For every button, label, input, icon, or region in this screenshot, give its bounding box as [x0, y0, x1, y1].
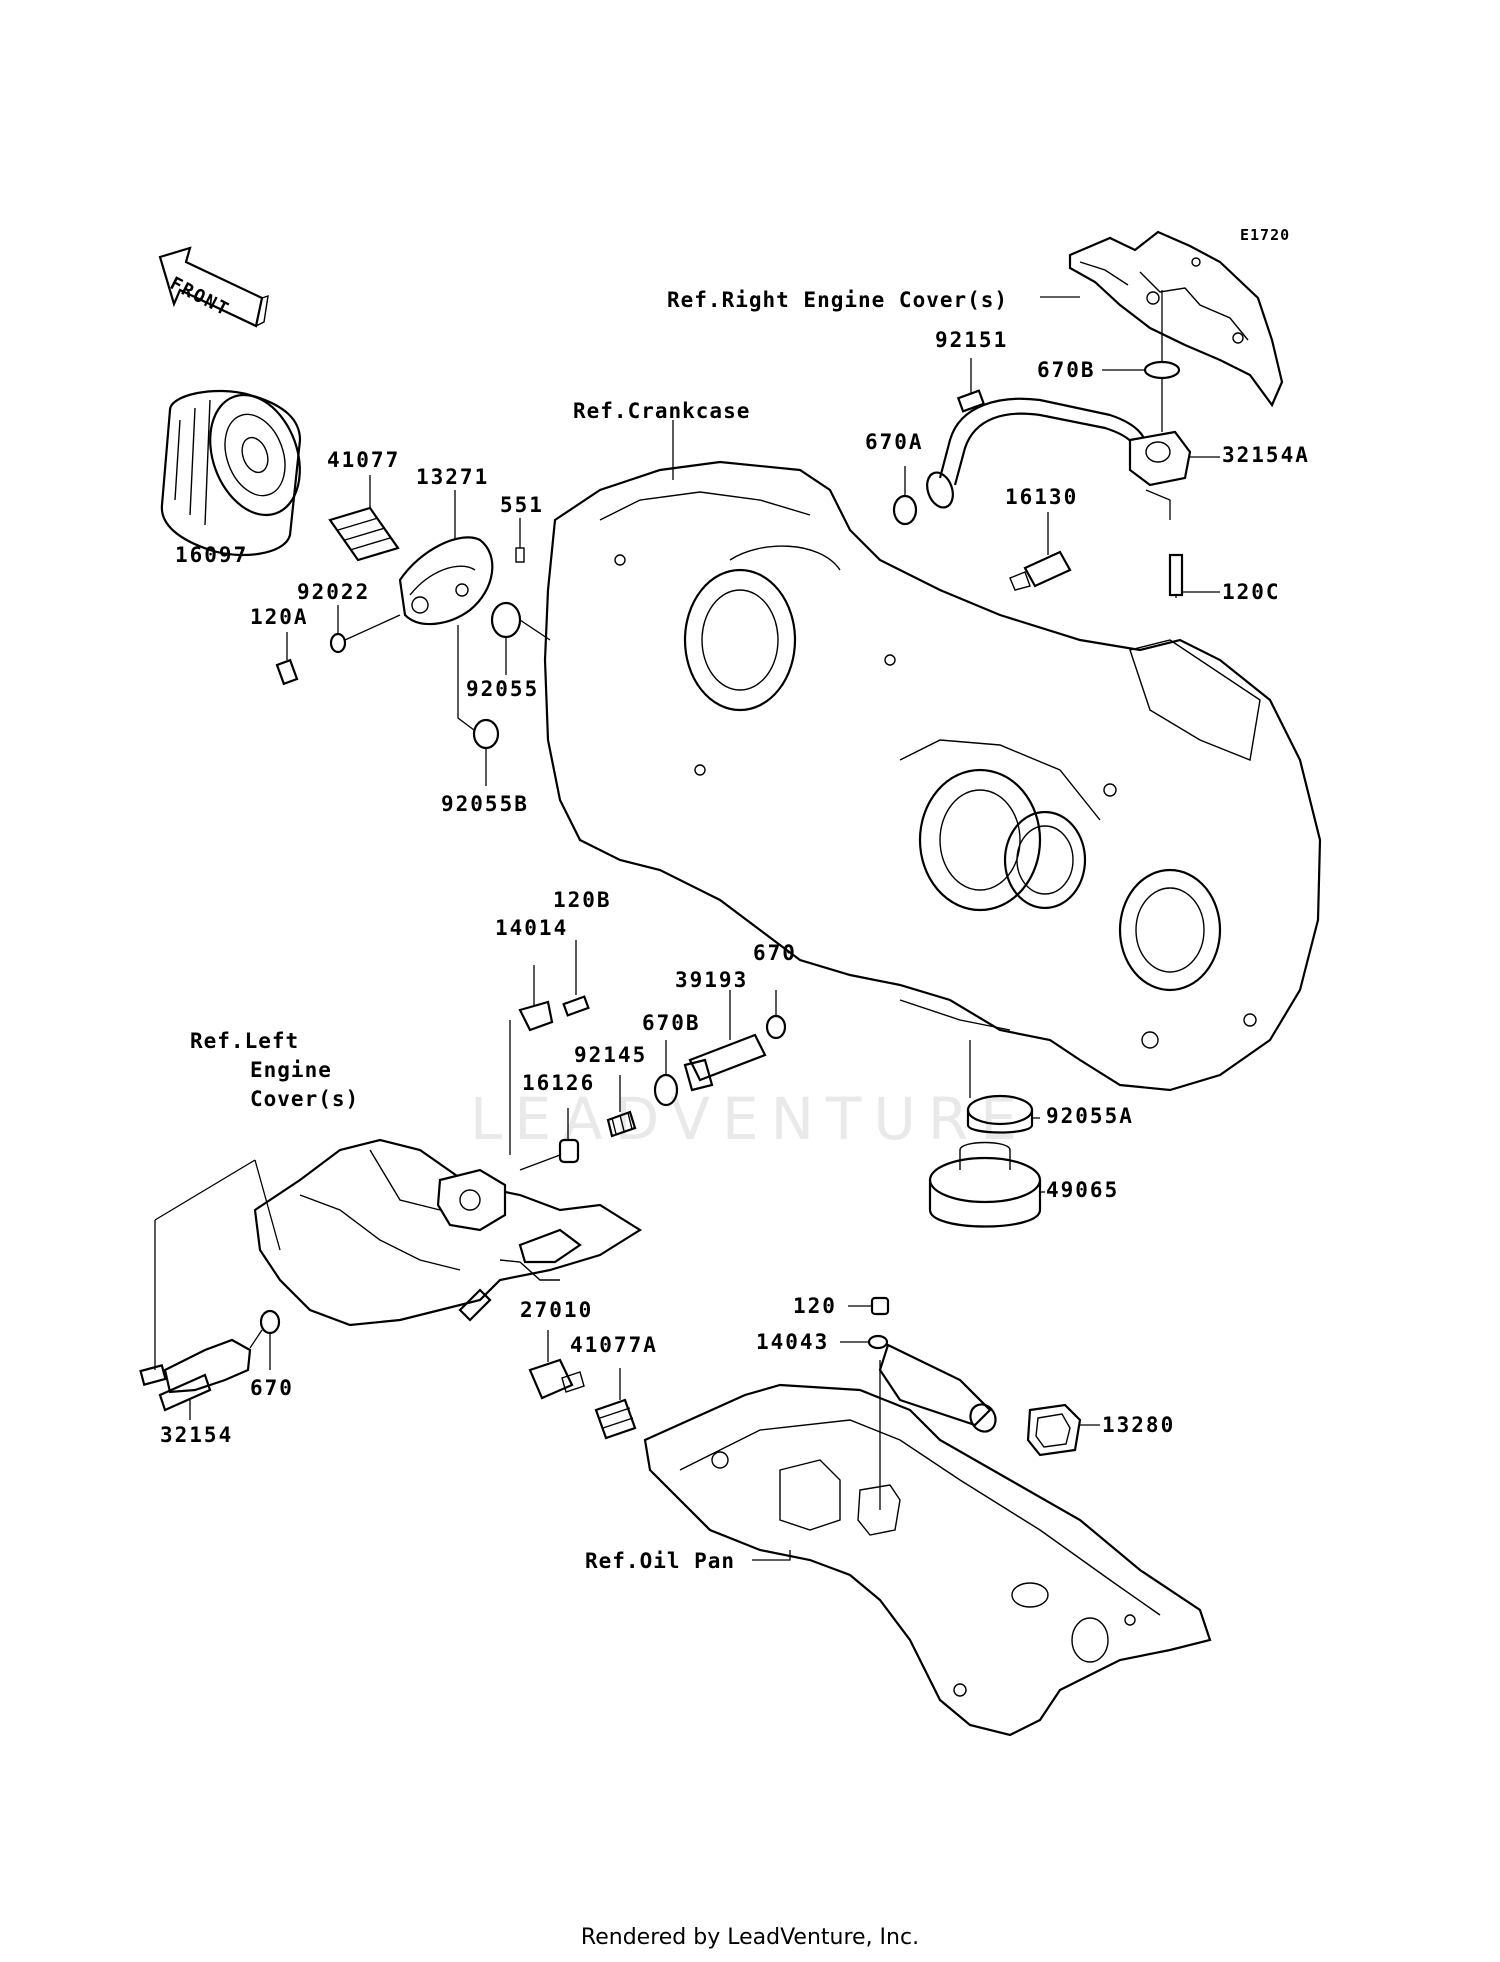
fitting-41077 — [328, 475, 400, 562]
part-label-32154[interactable]: 32154 — [160, 1423, 234, 1447]
part-label-120C[interactable]: 120C — [1222, 580, 1281, 604]
fitting-16130 — [1009, 512, 1072, 591]
part-label-32154A[interactable]: 32154A — [1222, 443, 1310, 467]
bolt-120 — [848, 1296, 890, 1316]
part-label-120B[interactable]: 120B — [553, 888, 612, 912]
part-label-13280[interactable]: 13280 — [1102, 1413, 1176, 1437]
ref-left-engine-cover-line3[interactable]: Cover(s) — [250, 1087, 360, 1111]
part-label-49065[interactable]: 49065 — [1046, 1178, 1120, 1202]
ref-left-engine-cover-line1[interactable]: Ref.Left — [190, 1029, 300, 1053]
footer-credit: Rendered by LeadVenture, Inc. — [580, 1925, 920, 1950]
part-label-670B-mid[interactable]: 670B — [642, 1011, 701, 1035]
bolt-120B — [562, 940, 590, 1017]
part-label-92022[interactable]: 92022 — [297, 580, 371, 604]
sensor-27010 — [528, 1330, 585, 1400]
part-label-13271[interactable]: 13271 — [416, 465, 490, 489]
gasket-13280 — [1026, 1403, 1100, 1457]
part-label-670-mid[interactable]: 670 — [753, 941, 797, 965]
ref-crankcase[interactable]: Ref.Crankcase — [573, 399, 751, 423]
cover-49065 — [928, 1141, 1045, 1228]
o-ring-670B-top — [1102, 290, 1181, 520]
spring-92145 — [606, 1075, 637, 1138]
oil-pan-part — [643, 1383, 1212, 1737]
front-arrow-icon — [158, 246, 269, 328]
bolt-92151 — [956, 358, 986, 413]
part-label-551[interactable]: 551 — [500, 493, 544, 517]
part-label-39193[interactable]: 39193 — [675, 968, 749, 992]
plug-41077A — [594, 1368, 637, 1440]
ref-oil-pan[interactable]: Ref.Oil Pan — [585, 1549, 736, 1573]
crankcase-part — [543, 460, 1322, 1092]
part-label-670-low[interactable]: 670 — [250, 1376, 294, 1400]
valve-16126 — [519, 1108, 580, 1171]
strainer-14043 — [840, 1334, 997, 1510]
bolt-120C — [1168, 553, 1220, 598]
part-label-92055B[interactable]: 92055B — [441, 792, 529, 816]
part-label-670B-top[interactable]: 670B — [1037, 358, 1096, 382]
part-label-14043[interactable]: 14043 — [756, 1330, 830, 1354]
o-ring-670A — [892, 466, 918, 526]
diagram-code: E1720 — [1240, 226, 1291, 244]
part-label-41077[interactable]: 41077 — [327, 448, 401, 472]
ref-right-engine-cover[interactable]: Ref.Right Engine Cover(s) — [667, 288, 1009, 312]
o-ring-670B-mid — [653, 1040, 679, 1107]
part-label-27010[interactable]: 27010 — [520, 1298, 594, 1322]
seal-92055A — [966, 1040, 1040, 1134]
o-ring-92055B — [457, 625, 500, 786]
left-engine-cover-part — [154, 1138, 643, 1370]
ref-left-engine-cover-line2[interactable]: Engine — [250, 1058, 332, 1082]
leader-oil-pan — [752, 1550, 791, 1561]
part-label-41077A[interactable]: 41077A — [570, 1333, 658, 1357]
oil-pump-13271 — [398, 490, 494, 626]
o-ring-670-low — [249, 1309, 281, 1370]
pin-551 — [515, 518, 525, 563]
part-label-670A[interactable]: 670A — [865, 430, 924, 454]
part-label-92055[interactable]: 92055 — [466, 677, 540, 701]
part-label-120[interactable]: 120 — [793, 1294, 837, 1318]
part-label-92145[interactable]: 92145 — [574, 1043, 648, 1067]
right-engine-cover-part — [1068, 230, 1284, 408]
o-ring-92055 — [490, 601, 551, 675]
plate-14014 — [509, 965, 554, 1155]
part-label-16126[interactable]: 16126 — [522, 1071, 596, 1095]
bolt-120A — [275, 632, 299, 686]
fitting-39193 — [683, 990, 767, 1092]
oil-pipe-32154A — [926, 397, 1220, 509]
part-label-92055A[interactable]: 92055A — [1046, 1104, 1134, 1128]
oil-filter-16097 — [160, 389, 302, 557]
washer-92022 — [329, 605, 401, 654]
part-label-16097[interactable]: 16097 — [175, 543, 249, 567]
part-label-14014[interactable]: 14014 — [495, 916, 569, 940]
part-label-16130[interactable]: 16130 — [1005, 485, 1079, 509]
part-label-92151[interactable]: 92151 — [935, 328, 1009, 352]
part-label-120A[interactable]: 120A — [250, 605, 309, 629]
oil-pipe-32154 — [139, 1338, 252, 1420]
o-ring-670-mid — [765, 990, 787, 1040]
